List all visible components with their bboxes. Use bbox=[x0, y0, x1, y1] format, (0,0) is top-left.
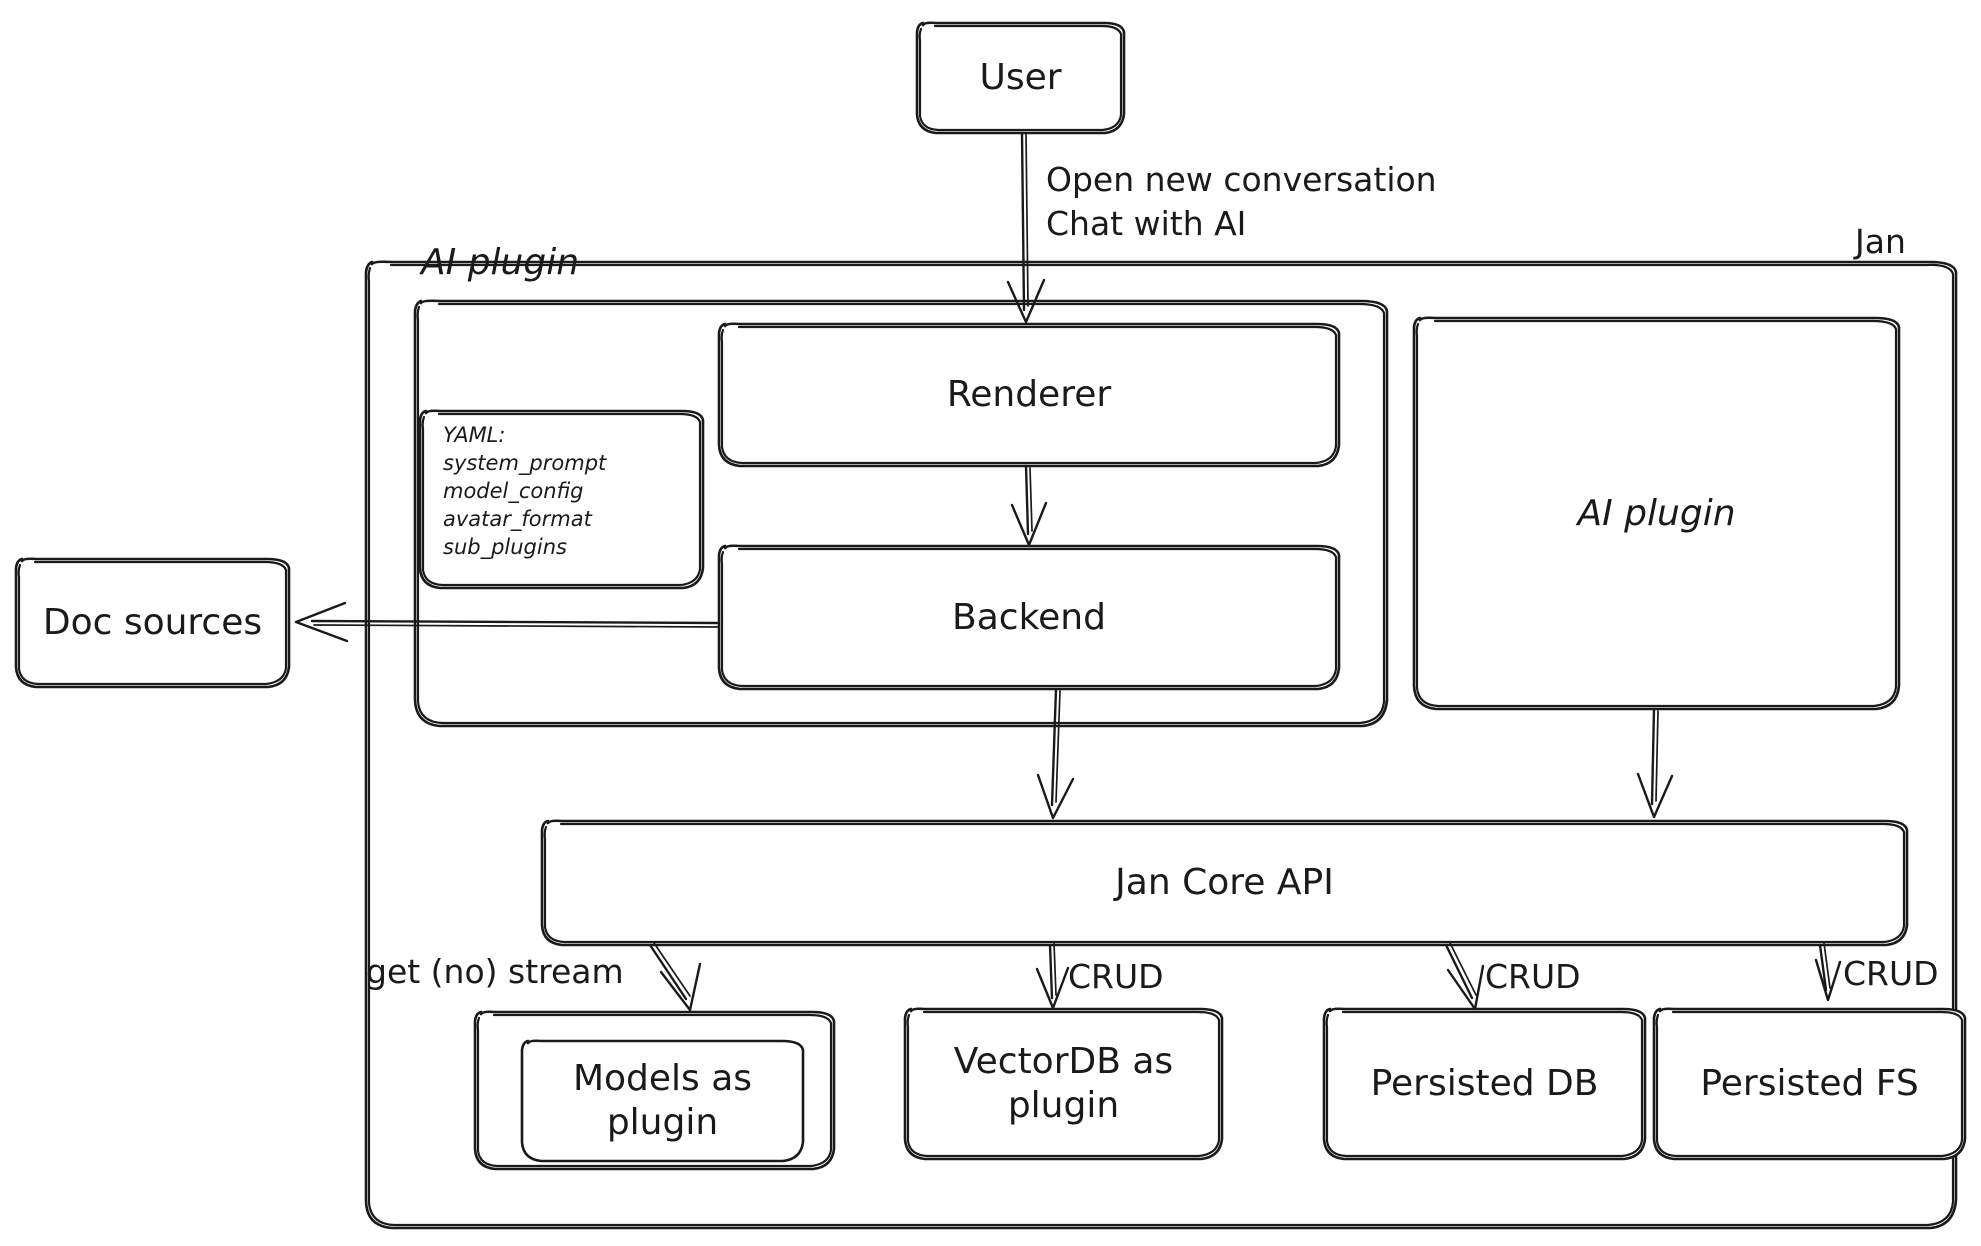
yaml-config-note-text: YAML: system_prompt model_config avatar_… bbox=[443, 423, 607, 559]
container-label-jan: Jan bbox=[1855, 222, 1906, 261]
node-ai-plugin-right[interactable] bbox=[1414, 318, 1899, 709]
edge-label-crud-vectordb: CRUD bbox=[1068, 957, 1164, 996]
edge-core-api-to-models bbox=[648, 942, 702, 1012]
node-backend-outline bbox=[717, 544, 1341, 691]
node-models-as-plugin[interactable] bbox=[475, 1012, 834, 1169]
node-persisted-fs[interactable] bbox=[1654, 1009, 1965, 1159]
edge-backend-to-doc-sources bbox=[294, 601, 721, 643]
node-doc-sources-outline bbox=[14, 557, 291, 689]
node-persisted-fs-outline bbox=[1652, 1007, 1967, 1161]
edge-backend-to-core-api bbox=[1036, 687, 1075, 820]
node-renderer-outline bbox=[717, 322, 1341, 468]
node-user[interactable] bbox=[917, 23, 1124, 133]
edge-core-api-to-persisted-db bbox=[1444, 942, 1485, 1011]
node-yaml-config-note-outline bbox=[418, 409, 705, 590]
edge-core-api-to-vectordb bbox=[1035, 942, 1070, 1010]
edge-ai-plugin-to-core-api bbox=[1636, 707, 1674, 819]
node-doc-sources[interactable] bbox=[16, 559, 289, 687]
container-label-ai-plugin-group: AI plugin bbox=[421, 242, 580, 283]
node-user-outline bbox=[915, 21, 1126, 135]
node-yaml-config-note[interactable] bbox=[420, 411, 703, 588]
node-vectordb-as-plugin[interactable] bbox=[905, 1009, 1222, 1159]
edge-label-crud-persisted-db: CRUD bbox=[1485, 957, 1581, 996]
edge-label-user-to-renderer: Open new conversation Chat with AI bbox=[1046, 160, 1437, 243]
edge-label-crud-persisted-fs: CRUD bbox=[1843, 954, 1939, 993]
node-vectordb-as-plugin-outline bbox=[903, 1007, 1224, 1161]
node-jan-core-api[interactable] bbox=[542, 821, 1907, 945]
node-renderer[interactable] bbox=[719, 324, 1339, 466]
node-jan-core-api-outline bbox=[540, 819, 1909, 947]
node-ai-plugin-right-outline bbox=[1412, 316, 1901, 711]
node-persisted-db[interactable] bbox=[1324, 1009, 1645, 1159]
edge-core-api-to-persisted-fs bbox=[1814, 942, 1842, 1002]
node-persisted-db-outline bbox=[1322, 1007, 1647, 1161]
edge-user-to-renderer bbox=[1006, 131, 1046, 324]
node-models-as-plugin-outline bbox=[473, 1010, 836, 1171]
edge-renderer-to-backend bbox=[1010, 464, 1048, 547]
node-backend[interactable] bbox=[719, 546, 1339, 689]
edge-label-get-no-stream: get (no) stream bbox=[366, 952, 624, 991]
